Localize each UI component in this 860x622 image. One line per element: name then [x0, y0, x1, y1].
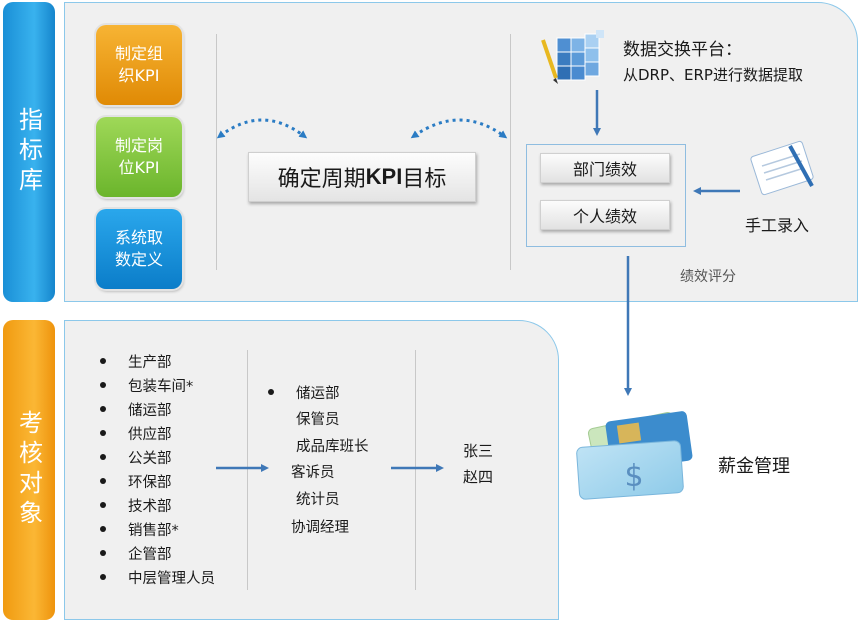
notepad-pen-icon: [750, 140, 814, 196]
personal-performance-label: 个人绩效: [572, 207, 637, 226]
list-item: 技术部: [100, 496, 172, 518]
divider-line: [415, 350, 416, 590]
bullet-icon: [100, 502, 106, 508]
performance-frame: [526, 144, 686, 247]
department-label: 包装车间*: [128, 379, 194, 395]
bullet-icon: [100, 478, 106, 484]
target-label-bold: KPI: [365, 164, 403, 189]
org-kpi-button[interactable]: 制定组织KPI: [96, 25, 182, 105]
performance-scoring-label: 绩效评分: [680, 269, 736, 285]
divider-line: [216, 34, 217, 270]
bullet-icon: [100, 358, 106, 364]
assessment-target-label: 考核对象: [14, 410, 43, 530]
assessment-target-tab[interactable]: 考核对象: [3, 320, 55, 620]
bullet-icon: [100, 550, 106, 556]
bullet-icon: [100, 382, 106, 388]
department-label: 环保部: [128, 475, 172, 491]
exchange-platform-title: 数据交换平台：: [623, 40, 742, 60]
dept-performance-button[interactable]: 部门绩效: [540, 153, 670, 183]
bullet-icon: [268, 389, 274, 395]
target-label-prefix: 确定周期: [277, 167, 366, 192]
department-label: 技术部: [128, 499, 172, 515]
list-item: 成品库班长: [296, 439, 369, 455]
list-item: 公关部: [100, 448, 172, 470]
list-item: 生产部: [100, 352, 172, 374]
list-item: 企管部: [100, 544, 172, 566]
data-fetch-label-line1: 系统取: [114, 228, 163, 247]
database-cube-icon: [541, 30, 604, 84]
dept-performance-label: 部门绩效: [572, 160, 637, 179]
list-item: 环保部: [100, 472, 172, 494]
list-item: 供应部: [100, 424, 172, 446]
list-item: 协调经理: [291, 520, 349, 536]
manual-entry-label: 手工录入: [745, 216, 810, 235]
bullet-icon: [100, 430, 106, 436]
list-item: 保管员: [296, 412, 340, 428]
indicator-library-tab[interactable]: 指标库: [3, 2, 55, 302]
department-label: 生产部: [128, 355, 172, 371]
data-fetch-label-line2: 数定义: [114, 250, 163, 269]
list-item: 中层管理人员: [100, 568, 215, 590]
salary-card-icon: $: [576, 411, 693, 500]
bullet-icon: [100, 526, 106, 532]
dotted-arrow-right: [410, 118, 508, 139]
org-kpi-label-line2: 织KPI: [118, 66, 160, 85]
exchange-platform-description: 从DRP、ERP进行数据提取: [623, 66, 803, 84]
department-label: 中层管理人员: [128, 571, 215, 587]
list-item: 统计员: [296, 492, 340, 508]
list-item: 储运部: [100, 400, 172, 422]
position-kpi-label-line1: 制定岗: [114, 136, 163, 155]
department-label: 公关部: [128, 451, 172, 467]
list-item: 销售部*: [100, 520, 179, 542]
list-item: 包装车间*: [100, 376, 193, 398]
department-label: 企管部: [128, 547, 172, 563]
personal-performance-button[interactable]: 个人绩效: [540, 200, 670, 230]
salary-management-label: 薪金管理: [718, 456, 790, 477]
org-kpi-label-line1: 制定组: [114, 44, 163, 63]
list-item: 客诉员: [291, 465, 335, 481]
bullet-icon: [100, 574, 106, 580]
sub-unit-header-label: 储运部: [296, 386, 340, 402]
bullet-icon: [100, 406, 106, 412]
divider-line: [510, 34, 511, 270]
department-label: 销售部*: [128, 523, 179, 539]
position-kpi-button[interactable]: 制定岗位KPI: [96, 117, 182, 197]
data-fetch-definition-button[interactable]: 系统取数定义: [96, 209, 182, 289]
person-name: 张三: [463, 442, 494, 460]
dotted-arrow-left: [216, 118, 308, 139]
person-name: 赵四: [463, 468, 494, 486]
target-label-suffix: 目标: [402, 167, 447, 192]
indicator-library-label: 指标库: [14, 107, 43, 197]
position-kpi-label-line2: 位KPI: [118, 158, 160, 177]
svg-text:$: $: [624, 459, 643, 494]
assessment-panel: [64, 320, 559, 620]
sub-unit-header: 储运部: [268, 383, 340, 405]
department-label: 供应部: [128, 427, 172, 443]
divider-line: [247, 350, 248, 590]
bullet-icon: [100, 454, 106, 460]
department-label: 储运部: [128, 403, 172, 419]
